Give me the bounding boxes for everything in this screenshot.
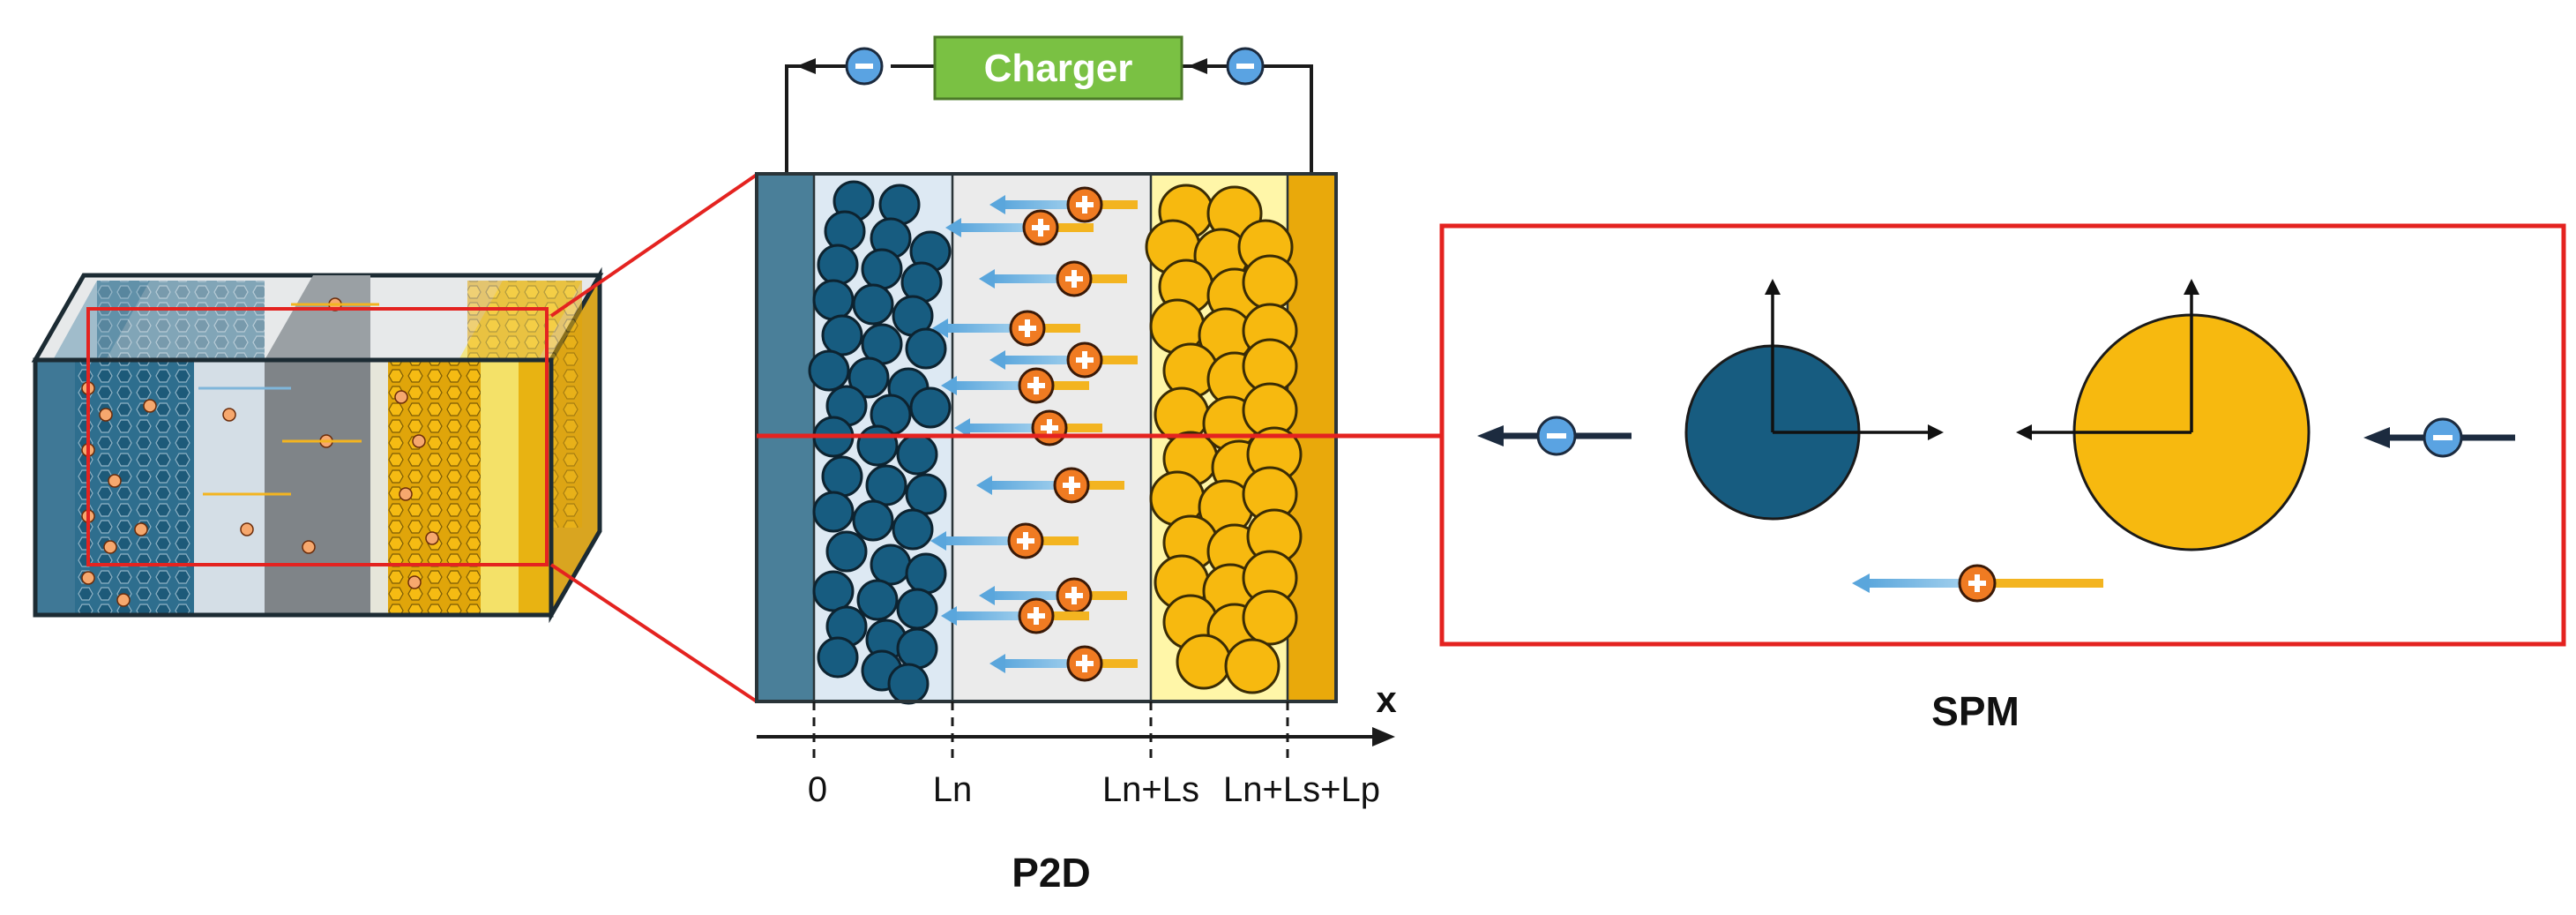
anode-particle bbox=[861, 248, 903, 290]
cathode-particle bbox=[1242, 589, 1298, 646]
anode-particle bbox=[824, 210, 866, 252]
p2d-cross-section bbox=[755, 172, 1338, 705]
tick-label-ln-ls: Ln+Ls bbox=[1102, 770, 1199, 809]
tick-label-ln: Ln bbox=[933, 770, 973, 809]
p2d-lithium-ion bbox=[945, 209, 1094, 246]
anode-particle bbox=[887, 663, 930, 705]
anode-particle bbox=[847, 356, 890, 399]
tick-label-0: 0 bbox=[808, 770, 827, 809]
p2d-lithium-ion bbox=[932, 310, 1080, 347]
anode-particle bbox=[808, 349, 850, 392]
cathode-particle bbox=[1242, 254, 1298, 311]
p2d-lithium-ions bbox=[930, 186, 1138, 682]
anode-particle bbox=[852, 283, 894, 326]
zoom-line-bottom bbox=[549, 563, 758, 703]
charger-label: Charger bbox=[984, 47, 1133, 90]
p2d-caption: P2D bbox=[1012, 850, 1090, 896]
anode-particle bbox=[870, 544, 912, 586]
electron-top-right bbox=[1226, 47, 1265, 86]
anode-particle bbox=[892, 508, 934, 551]
p2d-lithium-ion bbox=[930, 522, 1079, 559]
spm-lithium-ion bbox=[1852, 564, 2103, 603]
cathode-particles bbox=[1145, 184, 1303, 694]
anode-particle bbox=[821, 314, 863, 356]
charger-box bbox=[933, 35, 1183, 101]
anode-particle bbox=[812, 570, 855, 612]
anode-particle bbox=[905, 552, 947, 595]
anode-particle bbox=[856, 424, 899, 467]
anode-particle bbox=[817, 244, 859, 286]
cathode-particle bbox=[1224, 638, 1281, 694]
x-axis-label: x bbox=[1376, 679, 1397, 720]
p2d-lithium-ion bbox=[976, 467, 1124, 504]
p2d-lithium-ion bbox=[979, 260, 1127, 297]
anode-particle bbox=[905, 327, 947, 370]
anode-particle bbox=[896, 627, 938, 670]
anode-particles bbox=[808, 180, 952, 705]
p2d-lithium-ion bbox=[989, 186, 1138, 223]
anode-particle bbox=[812, 491, 855, 533]
spm-panel bbox=[1439, 223, 2566, 647]
cell-ions bbox=[81, 297, 439, 607]
charger-circuit: Charger bbox=[785, 35, 1313, 174]
anode-particle bbox=[812, 279, 855, 321]
p2d-lithium-ion bbox=[941, 367, 1089, 404]
p2d-lithium-ion bbox=[989, 341, 1138, 379]
anode-particle bbox=[896, 433, 938, 476]
anode-particle bbox=[896, 588, 938, 630]
anode-particle bbox=[852, 499, 894, 542]
x-axis: x 0 Ln Ln+Ls Ln+Ls+Lp bbox=[757, 679, 1397, 809]
anode-particle bbox=[909, 386, 952, 429]
anode-particle bbox=[905, 473, 947, 515]
cathode-particle bbox=[1176, 634, 1232, 690]
spm-electron-left bbox=[1477, 416, 1631, 456]
p2d-lithium-ion bbox=[941, 597, 1089, 634]
zoom-line-top bbox=[549, 173, 758, 318]
p2d-lithium-ion bbox=[979, 577, 1127, 614]
battery-cell-3d bbox=[31, 173, 758, 703]
anode-particle bbox=[825, 530, 868, 573]
p2d-lithium-ion bbox=[989, 645, 1138, 682]
anode-particle bbox=[856, 579, 899, 621]
spm-caption: SPM bbox=[1931, 688, 2020, 734]
anode-particle bbox=[865, 464, 907, 506]
anode-particle bbox=[817, 636, 859, 679]
anode-particle bbox=[821, 455, 863, 498]
cell-slice-highlight bbox=[86, 307, 549, 566]
electron-top-left bbox=[845, 47, 884, 86]
spm-electron-right bbox=[2363, 417, 2515, 458]
tick-label-ln-ls-lp: Ln+Ls+Lp bbox=[1223, 770, 1380, 809]
